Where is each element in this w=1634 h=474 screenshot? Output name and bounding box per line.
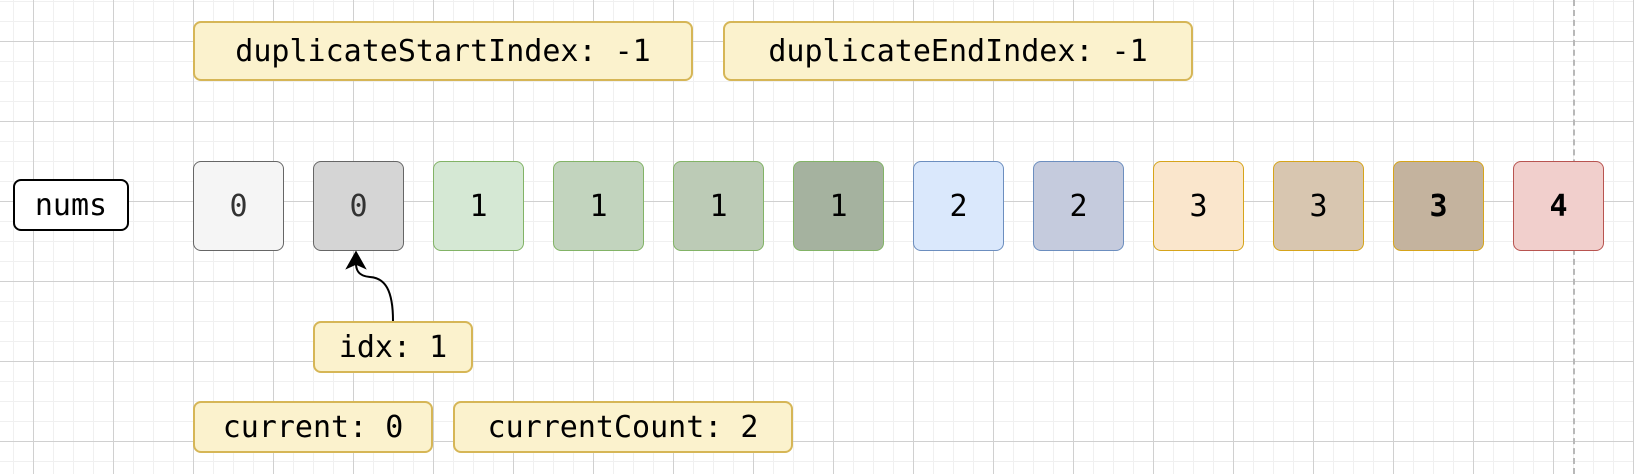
array-cell: 1 (553, 161, 644, 251)
array-cell: 3 (1393, 161, 1484, 251)
array-cell: 2 (1033, 161, 1124, 251)
array-cell: 3 (1273, 161, 1364, 251)
duplicate-end-index-label: duplicateEndIndex: -1 (723, 21, 1193, 81)
array-cell: 0 (313, 161, 404, 251)
array-name-label: nums (13, 179, 129, 231)
idx-label: idx: 1 (313, 321, 473, 373)
current-label: current: 0 (193, 401, 433, 453)
array-cell: 0 (193, 161, 284, 251)
array-cell: 1 (673, 161, 764, 251)
current-count-label: currentCount: 2 (453, 401, 793, 453)
array-cell: 3 (1153, 161, 1244, 251)
array-cell: 1 (433, 161, 524, 251)
array-cell: 2 (913, 161, 1004, 251)
array-cell: 4 (1513, 161, 1604, 251)
duplicate-start-index-label: duplicateStartIndex: -1 (193, 21, 693, 81)
array-cell: 1 (793, 161, 884, 251)
